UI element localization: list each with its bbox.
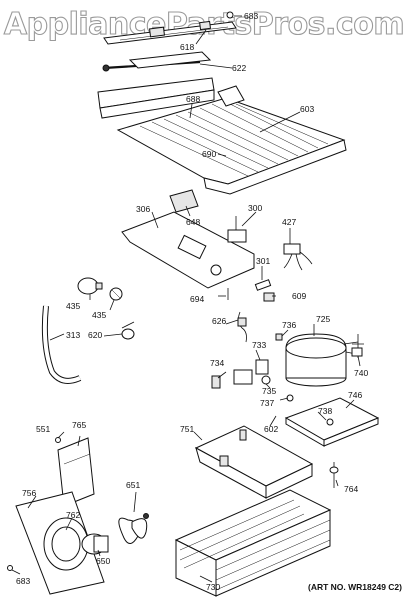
- grommet: [121, 321, 135, 340]
- wiring-connector: [283, 243, 313, 271]
- part-label: 694: [190, 294, 204, 304]
- part-label: 618: [180, 42, 194, 52]
- part-label: 683: [244, 11, 258, 21]
- screw-bottom: [7, 565, 13, 571]
- part-label: 651: [126, 480, 140, 490]
- tubing-clip: [329, 462, 339, 488]
- drain-tube: [41, 305, 82, 384]
- part-label: 688: [186, 94, 200, 104]
- part-label: 734: [210, 358, 224, 368]
- part-label: 650: [96, 556, 110, 566]
- light-socket-rail: [103, 11, 237, 45]
- part-label: 730: [206, 582, 220, 592]
- part-labels: 683 618 622 688 603 690 306 648 300 427 …: [16, 11, 368, 592]
- part-label: 648: [186, 217, 200, 227]
- part-label: 740: [354, 368, 368, 378]
- part-label: 602: [264, 424, 278, 434]
- part-label: 762: [66, 510, 80, 520]
- part-label: 551: [36, 424, 50, 434]
- part-label: 622: [232, 63, 246, 73]
- access-cover: [57, 437, 95, 507]
- part-label: 683: [16, 576, 30, 586]
- part-label: 313: [66, 330, 80, 340]
- relay-clip: [237, 311, 247, 343]
- part-label: 764: [344, 484, 358, 494]
- part-label: 300: [248, 203, 262, 213]
- part-label: 427: [282, 217, 296, 227]
- compressor-baseplate: [284, 397, 380, 447]
- part-label: 746: [348, 390, 362, 400]
- part-label: 735: [262, 386, 276, 396]
- part-label: 306: [136, 204, 150, 214]
- shelf-rod: [102, 51, 212, 72]
- compressor-mount: [351, 334, 364, 358]
- compressor: [285, 333, 359, 387]
- part-label: 756: [22, 488, 36, 498]
- part-label: 626: [212, 316, 226, 326]
- part-label: 751: [180, 424, 194, 434]
- part-label: 733: [252, 340, 266, 350]
- part-label: 737: [260, 398, 274, 408]
- leader-lines: [11, 15, 361, 583]
- part-label: 690: [202, 149, 216, 159]
- start-relay: [211, 359, 271, 389]
- fan-shroud: [15, 491, 105, 595]
- screw: [55, 437, 61, 443]
- part-label: 609: [292, 291, 306, 301]
- condenser-coil: [174, 489, 332, 597]
- fan-blade: [118, 513, 149, 544]
- fan-motor: [81, 533, 109, 555]
- light-bulbs: [77, 277, 123, 301]
- part-label: 725: [316, 314, 330, 324]
- part-label: 736: [282, 320, 296, 330]
- screw-and-nut: [227, 279, 275, 302]
- part-label: 765: [72, 420, 86, 430]
- art-number: (ART NO. WR18249 C2): [308, 582, 402, 592]
- condensate-pan: [194, 425, 314, 499]
- part-label: 738: [318, 406, 332, 416]
- part-label: 301: [256, 256, 270, 266]
- part-label: 435: [66, 301, 80, 311]
- small-fasteners: [275, 333, 294, 402]
- part-label: 435: [92, 310, 106, 320]
- drip-tray: [97, 77, 347, 195]
- control-bracket: [121, 189, 255, 289]
- part-label: 620: [88, 330, 102, 340]
- part-label: 603: [300, 104, 314, 114]
